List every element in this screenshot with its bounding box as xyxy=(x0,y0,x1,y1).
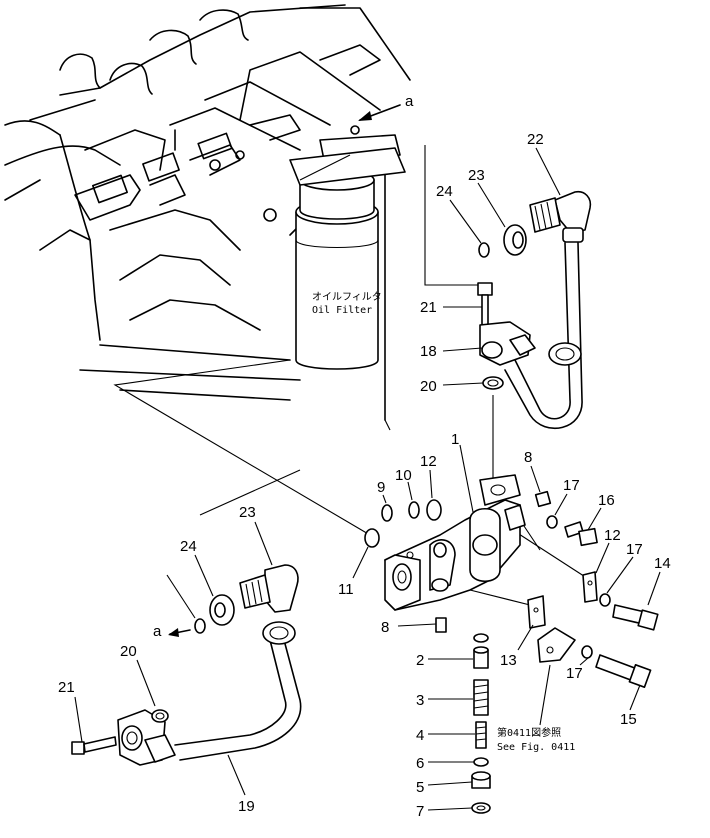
oring-9 xyxy=(381,504,393,522)
callout-8-upper: 8 xyxy=(524,449,532,466)
oring-12 xyxy=(426,499,442,521)
washer-17-a xyxy=(546,515,558,529)
callout-23-lower: 24 xyxy=(180,538,197,555)
callout-13-lower: 13 xyxy=(500,652,517,669)
callout-22-upper: 22 xyxy=(527,131,544,148)
callout-23-upper: 23 xyxy=(468,167,485,184)
callout-5: 5 xyxy=(416,779,424,796)
lower-banjo xyxy=(117,709,176,766)
callout-9: 9 xyxy=(377,479,385,496)
view-label-a-lower: a xyxy=(153,623,162,640)
spring-4 xyxy=(475,721,487,749)
view-label-a: a xyxy=(405,93,414,110)
callout-leaders xyxy=(74,147,661,811)
callout-2: 2 xyxy=(416,652,424,669)
lower-nut-23 xyxy=(209,594,235,626)
ref-note-en: See Fig. 0411 xyxy=(497,742,575,753)
callout-21-lower: 21 xyxy=(58,679,75,696)
gasket-7 xyxy=(471,802,491,814)
filter-label-jp: オイルフィルタ xyxy=(312,291,382,303)
callout-20-lower: 20 xyxy=(120,643,137,660)
callout-10: 10 xyxy=(395,467,412,484)
upper-bolt-21 xyxy=(477,282,493,326)
filter-label-en: Oil Filter xyxy=(312,305,372,316)
upper-elbow-22 xyxy=(529,190,592,243)
callout-21-upper: 21 xyxy=(420,299,437,316)
bolt-15 xyxy=(595,654,652,688)
callout-6: 6 xyxy=(416,755,424,772)
upper-pipe xyxy=(504,242,583,430)
view-arrow-a-lower: a xyxy=(153,623,191,640)
oring-10 xyxy=(408,501,420,519)
callout-24-upper: 24 xyxy=(436,183,453,200)
callout-16: 16 xyxy=(598,492,615,509)
bolt-14 xyxy=(612,604,659,631)
engine-block xyxy=(4,4,411,421)
callout-3: 3 xyxy=(416,692,424,709)
view-arrow-a-top: a xyxy=(358,93,414,121)
callout-11: 11 xyxy=(338,581,354,598)
ref-note-jp: 第0411図参照 xyxy=(497,726,561,739)
callout-18: 18 xyxy=(420,343,437,360)
spring-3 xyxy=(473,679,489,716)
callout-13-upper: 12 xyxy=(604,527,621,544)
plug-8-lower xyxy=(435,617,447,633)
lower-washer-24 xyxy=(194,618,206,634)
callout-15: 15 xyxy=(620,711,637,728)
valve-2 xyxy=(473,633,489,669)
callout-8-lower: 8 xyxy=(381,619,389,636)
bracket-13-upper xyxy=(582,571,598,603)
callout-17-a: 17 xyxy=(563,477,580,494)
lower-pipe-19 xyxy=(174,621,302,761)
upper-washer-24 xyxy=(478,242,490,258)
plug-8-upper xyxy=(534,490,552,508)
callout-22-lower: 23 xyxy=(239,504,256,521)
callout-12: 12 xyxy=(420,453,437,470)
upper-gasket-20 xyxy=(482,376,504,390)
callout-7: 7 xyxy=(416,803,424,820)
callout-1: 1 xyxy=(451,431,459,448)
washer-17-c xyxy=(581,645,593,659)
callout-20-upper: 20 xyxy=(420,378,437,395)
valve-body-1 xyxy=(384,474,526,611)
clamp-bracket xyxy=(537,627,576,663)
upper-nut-23 xyxy=(503,224,527,256)
washer-6 xyxy=(473,757,489,767)
washer-17-b xyxy=(599,593,611,607)
lower-elbow-22 xyxy=(239,564,299,613)
upper-banjo-18 xyxy=(479,321,536,366)
bolt-16 xyxy=(564,521,598,547)
callout-19: 19 xyxy=(238,798,255,815)
callout-17-b: 17 xyxy=(626,541,643,558)
plug-5 xyxy=(471,771,491,789)
reference-note: 第0411図参照 See Fig. 0411 xyxy=(497,726,575,753)
callout-17-c: 17 xyxy=(566,665,583,682)
callout-14: 14 xyxy=(654,555,671,572)
oring-11 xyxy=(364,528,380,548)
callout-4: 4 xyxy=(416,727,424,744)
callout-numbers: 22 23 24 21 18 20 1 8 12 10 9 17 16 12 1… xyxy=(58,131,671,820)
lower-bolt-21 xyxy=(71,736,117,755)
oil-filter: オイルフィルタ Oil Filter xyxy=(289,147,406,370)
lower-gasket-20 xyxy=(151,709,169,723)
bracket-13-lower xyxy=(527,595,546,629)
